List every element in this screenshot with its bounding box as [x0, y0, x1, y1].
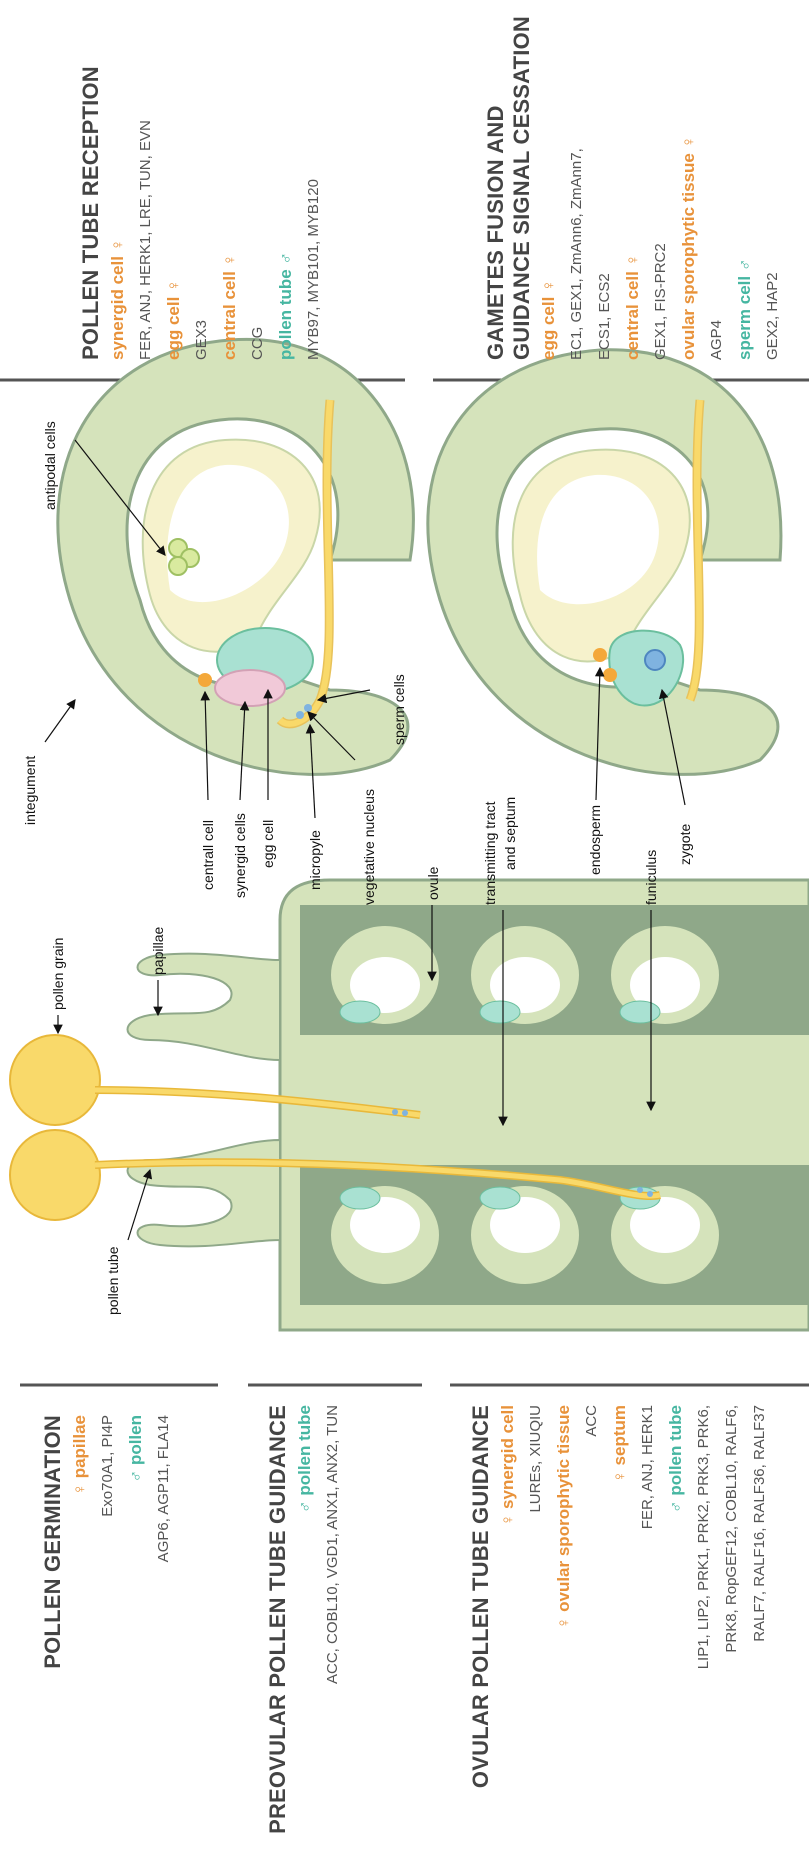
ovular-role-2: ♀ ovular sporophytic tissue	[550, 1405, 578, 1845]
reception-genes-1: FER, ANJ, HERK1, LRE, TUN, EVN	[132, 40, 160, 360]
panel-ovular: OVULAR POLLEN TUBE GUIDANCE ♀ synergid c…	[468, 1405, 774, 1845]
label-pollen-grain: pollen grain	[50, 938, 66, 1010]
panel-preovular: PREOVULAR POLLEN TUBE GUIDANCE ♂ pollen …	[265, 1405, 347, 1845]
label-integument: integument	[22, 756, 38, 825]
ovular-genes-4a: LIP1, LIP2, PRK1, PRK2, PRK3, PRK6,	[690, 1405, 718, 1845]
reception-genes-4: MYB97, MYB101, MYB120	[300, 40, 328, 360]
endosperm-nucleus-1	[593, 648, 607, 662]
ovular-genes-4b: PRK8, RopGEF12, COBL10, RALF6,	[718, 1405, 746, 1845]
ovular-genes-3: FER, ANJ, HERK1	[634, 1405, 662, 1845]
germination-role-2: ♂ pollen	[122, 1415, 150, 1845]
fusion-title-1: GAMETES FUSION AND	[483, 10, 509, 360]
fusion-role-1: egg cell ♀	[535, 10, 563, 360]
preovular-role-1: ♂ pollen tube	[291, 1405, 319, 1845]
label-sperm: sperm cells	[391, 674, 407, 745]
label-papillae: papillae	[150, 927, 166, 975]
reception-title: POLLEN TUBE RECEPTION	[78, 40, 104, 360]
pollen-grain-2	[10, 1130, 100, 1220]
germination-role-1: ♀ papillae	[66, 1415, 94, 1845]
ovular-genes-2: ACC	[578, 1405, 606, 1845]
fusion-role-2: central cell ♀	[619, 10, 647, 360]
label-zygote: zygote	[677, 824, 693, 865]
reception-genes-2: GEX3	[188, 40, 216, 360]
ovular-genes-1: LUREs, XIUQIU	[522, 1405, 550, 1845]
ovular-genes-4c: RALF7, RALF16, RALF36, RALF37	[746, 1405, 774, 1845]
label-transmitting-2: and septum	[502, 797, 518, 870]
ovular-title: OVULAR POLLEN TUBE GUIDANCE	[468, 1405, 494, 1845]
panel-germination: POLLEN GERMINATION ♀ papillae Exo70A1, P…	[40, 1415, 178, 1845]
label-central-cell: centrall cell	[200, 820, 216, 890]
germination-title: POLLEN GERMINATION	[40, 1415, 66, 1845]
ovular-role-3: ♀ septum	[606, 1405, 634, 1845]
reception-role-1: synergid cell ♀	[104, 40, 132, 360]
preovular-title: PREOVULAR POLLEN TUBE GUIDANCE	[265, 1405, 291, 1845]
label-egg: egg cell	[260, 820, 276, 868]
fusion-genes-4: GEX2, HAP2	[759, 10, 787, 360]
ovular-role-4: ♂ pollen tube	[662, 1405, 690, 1845]
fusion-genes-3: AGP4	[703, 10, 731, 360]
label-endosperm: endosperm	[587, 805, 603, 875]
synergid-shape	[215, 670, 285, 706]
fusion-genes-2: GEX1, FIS-PRC2	[647, 10, 675, 360]
label-synergid: synergid cells	[232, 813, 248, 898]
reception-role-3: central cell ♀	[216, 40, 244, 360]
ovule-fusion	[428, 350, 781, 775]
endosperm-nucleus-2	[603, 668, 617, 682]
fusion-genes-1b: ECS1, ECS2	[591, 10, 619, 360]
central-nucleus-shape	[198, 673, 212, 687]
label-funiculus: funiculus	[643, 850, 659, 905]
preovular-genes-1: ACC, COBL10, VGD1, ANX1, ANX2, TUN	[319, 1405, 347, 1845]
germination-genes-2: AGP6, AGP11, FLA14	[150, 1415, 178, 1845]
label-micropyle: micropyle	[307, 830, 323, 890]
ovular-role-1: ♀ synergid cell	[494, 1405, 522, 1845]
pollen-grain-1	[10, 1035, 100, 1125]
reception-role-2: egg cell ♀	[160, 40, 188, 360]
fusion-role-4: sperm cell ♂	[731, 10, 759, 360]
panel-reception: POLLEN TUBE RECEPTION synergid cell ♀ FE…	[78, 40, 328, 360]
reception-genes-3: CCG	[244, 40, 272, 360]
label-pollen-tube: pollen tube	[105, 1246, 121, 1315]
ovule-reception	[58, 339, 414, 774]
fusion-genes-1a: EC1, GEX1, ZmAnn6, ZmAnn7,	[563, 10, 591, 360]
fusion-role-3: ovular sporophytic tissue ♀	[675, 10, 703, 360]
label-transmitting-1: transmitting tract	[482, 801, 498, 905]
label-antipodal: antipodal cells	[42, 421, 58, 510]
germination-genes-1: Exo70A1, PI4P	[94, 1415, 122, 1845]
panel-fusion: GAMETES FUSION AND GUIDANCE SIGNAL CESSA…	[483, 10, 787, 360]
reception-role-4: pollen tube ♂	[272, 40, 300, 360]
fusion-title-2: GUIDANCE SIGNAL CESSATION	[509, 10, 535, 360]
label-vegetative: vegetative nucleus	[361, 789, 377, 905]
label-ovule: ovule	[425, 866, 441, 900]
